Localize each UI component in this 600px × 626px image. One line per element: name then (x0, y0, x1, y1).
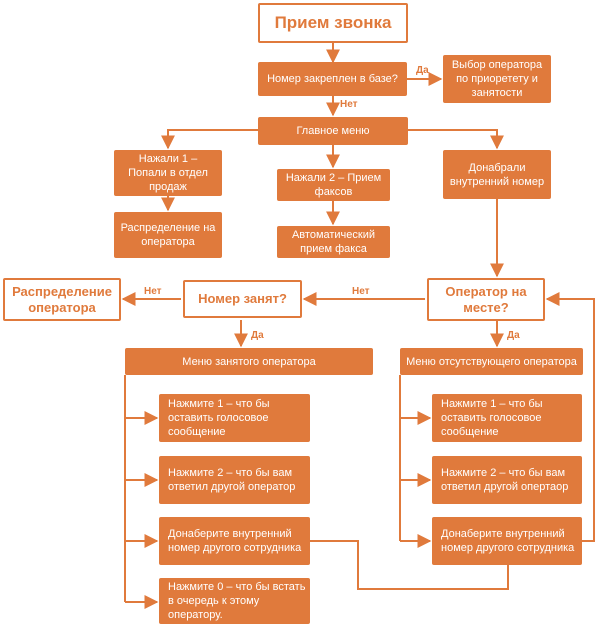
absent-option-1: Нажмите 1 – что бы оставить голосовое со… (432, 394, 582, 442)
busy-operator-menu: Меню занятого оператора (125, 348, 373, 375)
label-no-main-menu: Нет (340, 99, 358, 110)
busy-option-0: Нажмите 0 – что бы встать в очередь к эт… (159, 578, 310, 624)
label-no-distribution: Нет (144, 286, 162, 297)
label-yes-busy-menu: Да (251, 330, 264, 341)
absent-operator-menu: Меню отсутствующего оператора (400, 348, 583, 375)
absent-option-2: Нажмите 2 – что бы вам ответил другой оп… (432, 456, 582, 504)
pressed-1-node: Нажали 1 – Попали в отдел продаж (114, 150, 222, 196)
label-yes-priority: Да (416, 65, 429, 76)
label-yes-absent-menu: Да (507, 330, 520, 341)
start-node: Прием звонка (258, 3, 408, 43)
in-base-question: Номер закреплен в базе? (258, 62, 407, 96)
distribution-to-operator-node: Распределение на оператора (114, 212, 222, 258)
number-busy-question: Номер занят? (183, 280, 302, 318)
label-no-number-busy: Нет (352, 286, 370, 297)
operator-present-question: Оператор на месте? (427, 278, 545, 321)
priority-operator-node: Выбор оператора по приоретету и занятост… (443, 55, 551, 103)
busy-option-2: Нажмите 2 – что бы вам ответил другой оп… (159, 456, 310, 504)
absent-option-3: Донаберите внутренний номер другого сотр… (432, 517, 582, 565)
pressed-2-node: Нажали 2 – Прием факсов (277, 169, 390, 201)
distribution-operator-node: Распределение оператора (3, 278, 121, 321)
main-menu-node: Главное меню (258, 117, 408, 145)
dialed-internal-node: Донабрали внутренний номер (443, 150, 551, 199)
busy-option-3: Донаберите внутренний номер другого сотр… (159, 517, 310, 565)
auto-fax-node: Автоматический прием факса (277, 226, 390, 258)
busy-option-1: Нажмите 1 – что бы оставить голосовое со… (159, 394, 310, 442)
